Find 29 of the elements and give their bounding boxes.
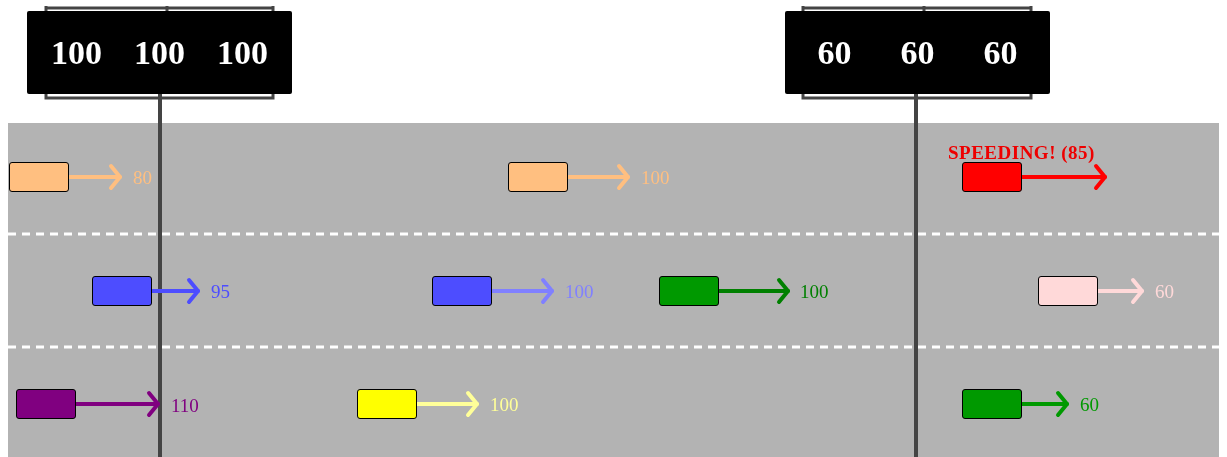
- speed-label: 95: [211, 282, 230, 301]
- speed-limit: 100: [217, 35, 268, 70]
- speed-label: 80: [133, 168, 152, 187]
- speed-label: 110: [171, 396, 199, 415]
- car: [659, 276, 719, 306]
- speed-limit: 60: [900, 35, 935, 70]
- car: [508, 162, 568, 192]
- speed-limit: 60: [983, 35, 1018, 70]
- road: [8, 123, 1219, 457]
- speed-label: 60: [1080, 395, 1099, 414]
- speed-sign: [27, 11, 292, 94]
- car: [962, 389, 1022, 419]
- speed-label: 60: [1155, 282, 1174, 301]
- speed-label: 100: [641, 168, 670, 187]
- car: [357, 389, 417, 419]
- speed-limit: 100: [51, 35, 102, 70]
- speed-label: 100: [800, 282, 829, 301]
- speed-limit: 100: [134, 35, 185, 70]
- car: [16, 389, 76, 419]
- car: [432, 276, 492, 306]
- car: [9, 162, 69, 192]
- speed-limit: 60: [817, 35, 852, 70]
- speed-label: 100: [565, 282, 594, 301]
- speed-sign: [785, 11, 1050, 94]
- car: [92, 276, 152, 306]
- car: [1038, 276, 1098, 306]
- car: [962, 162, 1022, 192]
- warning-label: SPEEDING! (85): [948, 143, 1095, 162]
- speed-label: 100: [490, 395, 519, 414]
